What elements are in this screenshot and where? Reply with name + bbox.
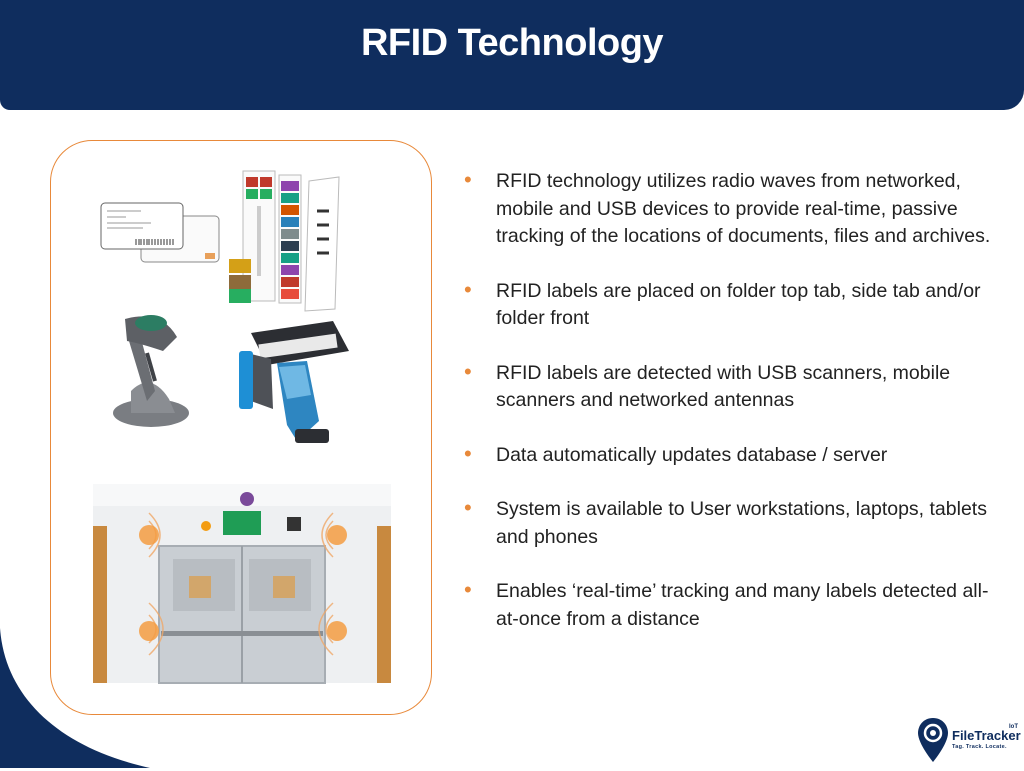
bullet-text: RFID labels are placed on folder top tab…: [496, 279, 981, 330]
usb-scanner: [113, 315, 189, 427]
rfid-illustration: [93, 170, 391, 684]
logo-wordmark: FileTracker Tag. Track. Locate.: [952, 728, 1021, 750]
filetracker-logo: FileTracker Tag. Track. Locate. IoT: [916, 716, 1021, 766]
bullet-marker: •: [464, 440, 472, 466]
location-pin-icon: [918, 718, 948, 762]
bullet-text: RFID technology utilizes radio waves fro…: [496, 170, 991, 247]
bullet-item: • RFID technology utilizes radio waves fr…: [462, 168, 1002, 251]
corner-decoration: [0, 628, 150, 768]
bullet-text: RFID labels are detected with USB scanne…: [496, 361, 951, 412]
bullet-text: Enables ‘real-time’ tracking and many la…: [496, 580, 989, 630]
bullet-marker: •: [464, 577, 472, 602]
bullet-item: • RFID labels are placed on folder top ta…: [462, 276, 1002, 333]
bullet-marker: •: [464, 495, 472, 520]
bullet-item: • Data automatically updates database / s…: [462, 440, 1002, 470]
bullet-marker: •: [464, 276, 472, 302]
rfid-image-panel: [50, 140, 432, 715]
bullet-marker: •: [464, 167, 472, 192]
title-bar: RFID Technology: [0, 0, 1024, 110]
logo-name: FileTracker: [952, 728, 1021, 743]
bullet-list: • RFID technology utilizes radio waves fr…: [462, 168, 1002, 660]
bullet-item: • System is available to User workstation…: [462, 496, 1002, 551]
rfid-file-labels: [229, 170, 340, 312]
bullet-text: Data automatically updates database / se…: [496, 443, 888, 466]
logo-tagline: Tag. Track. Locate.: [952, 744, 1007, 750]
bullet-text: System is available to User workstations…: [496, 498, 987, 548]
rfid-doorway-antennas: [93, 484, 391, 684]
bullet-item: • Enables ‘real-time’ tracking and many l…: [462, 578, 1002, 633]
bullet-marker: •: [464, 358, 472, 384]
logo-superscript: IoT: [1009, 724, 1018, 730]
rfid-card-labels: [100, 202, 220, 263]
bullet-item: • RFID labels are detected with USB scann…: [462, 358, 1002, 415]
slide-title: RFID Technology: [360, 22, 664, 64]
mobile-rfid-scanner: [239, 321, 349, 443]
